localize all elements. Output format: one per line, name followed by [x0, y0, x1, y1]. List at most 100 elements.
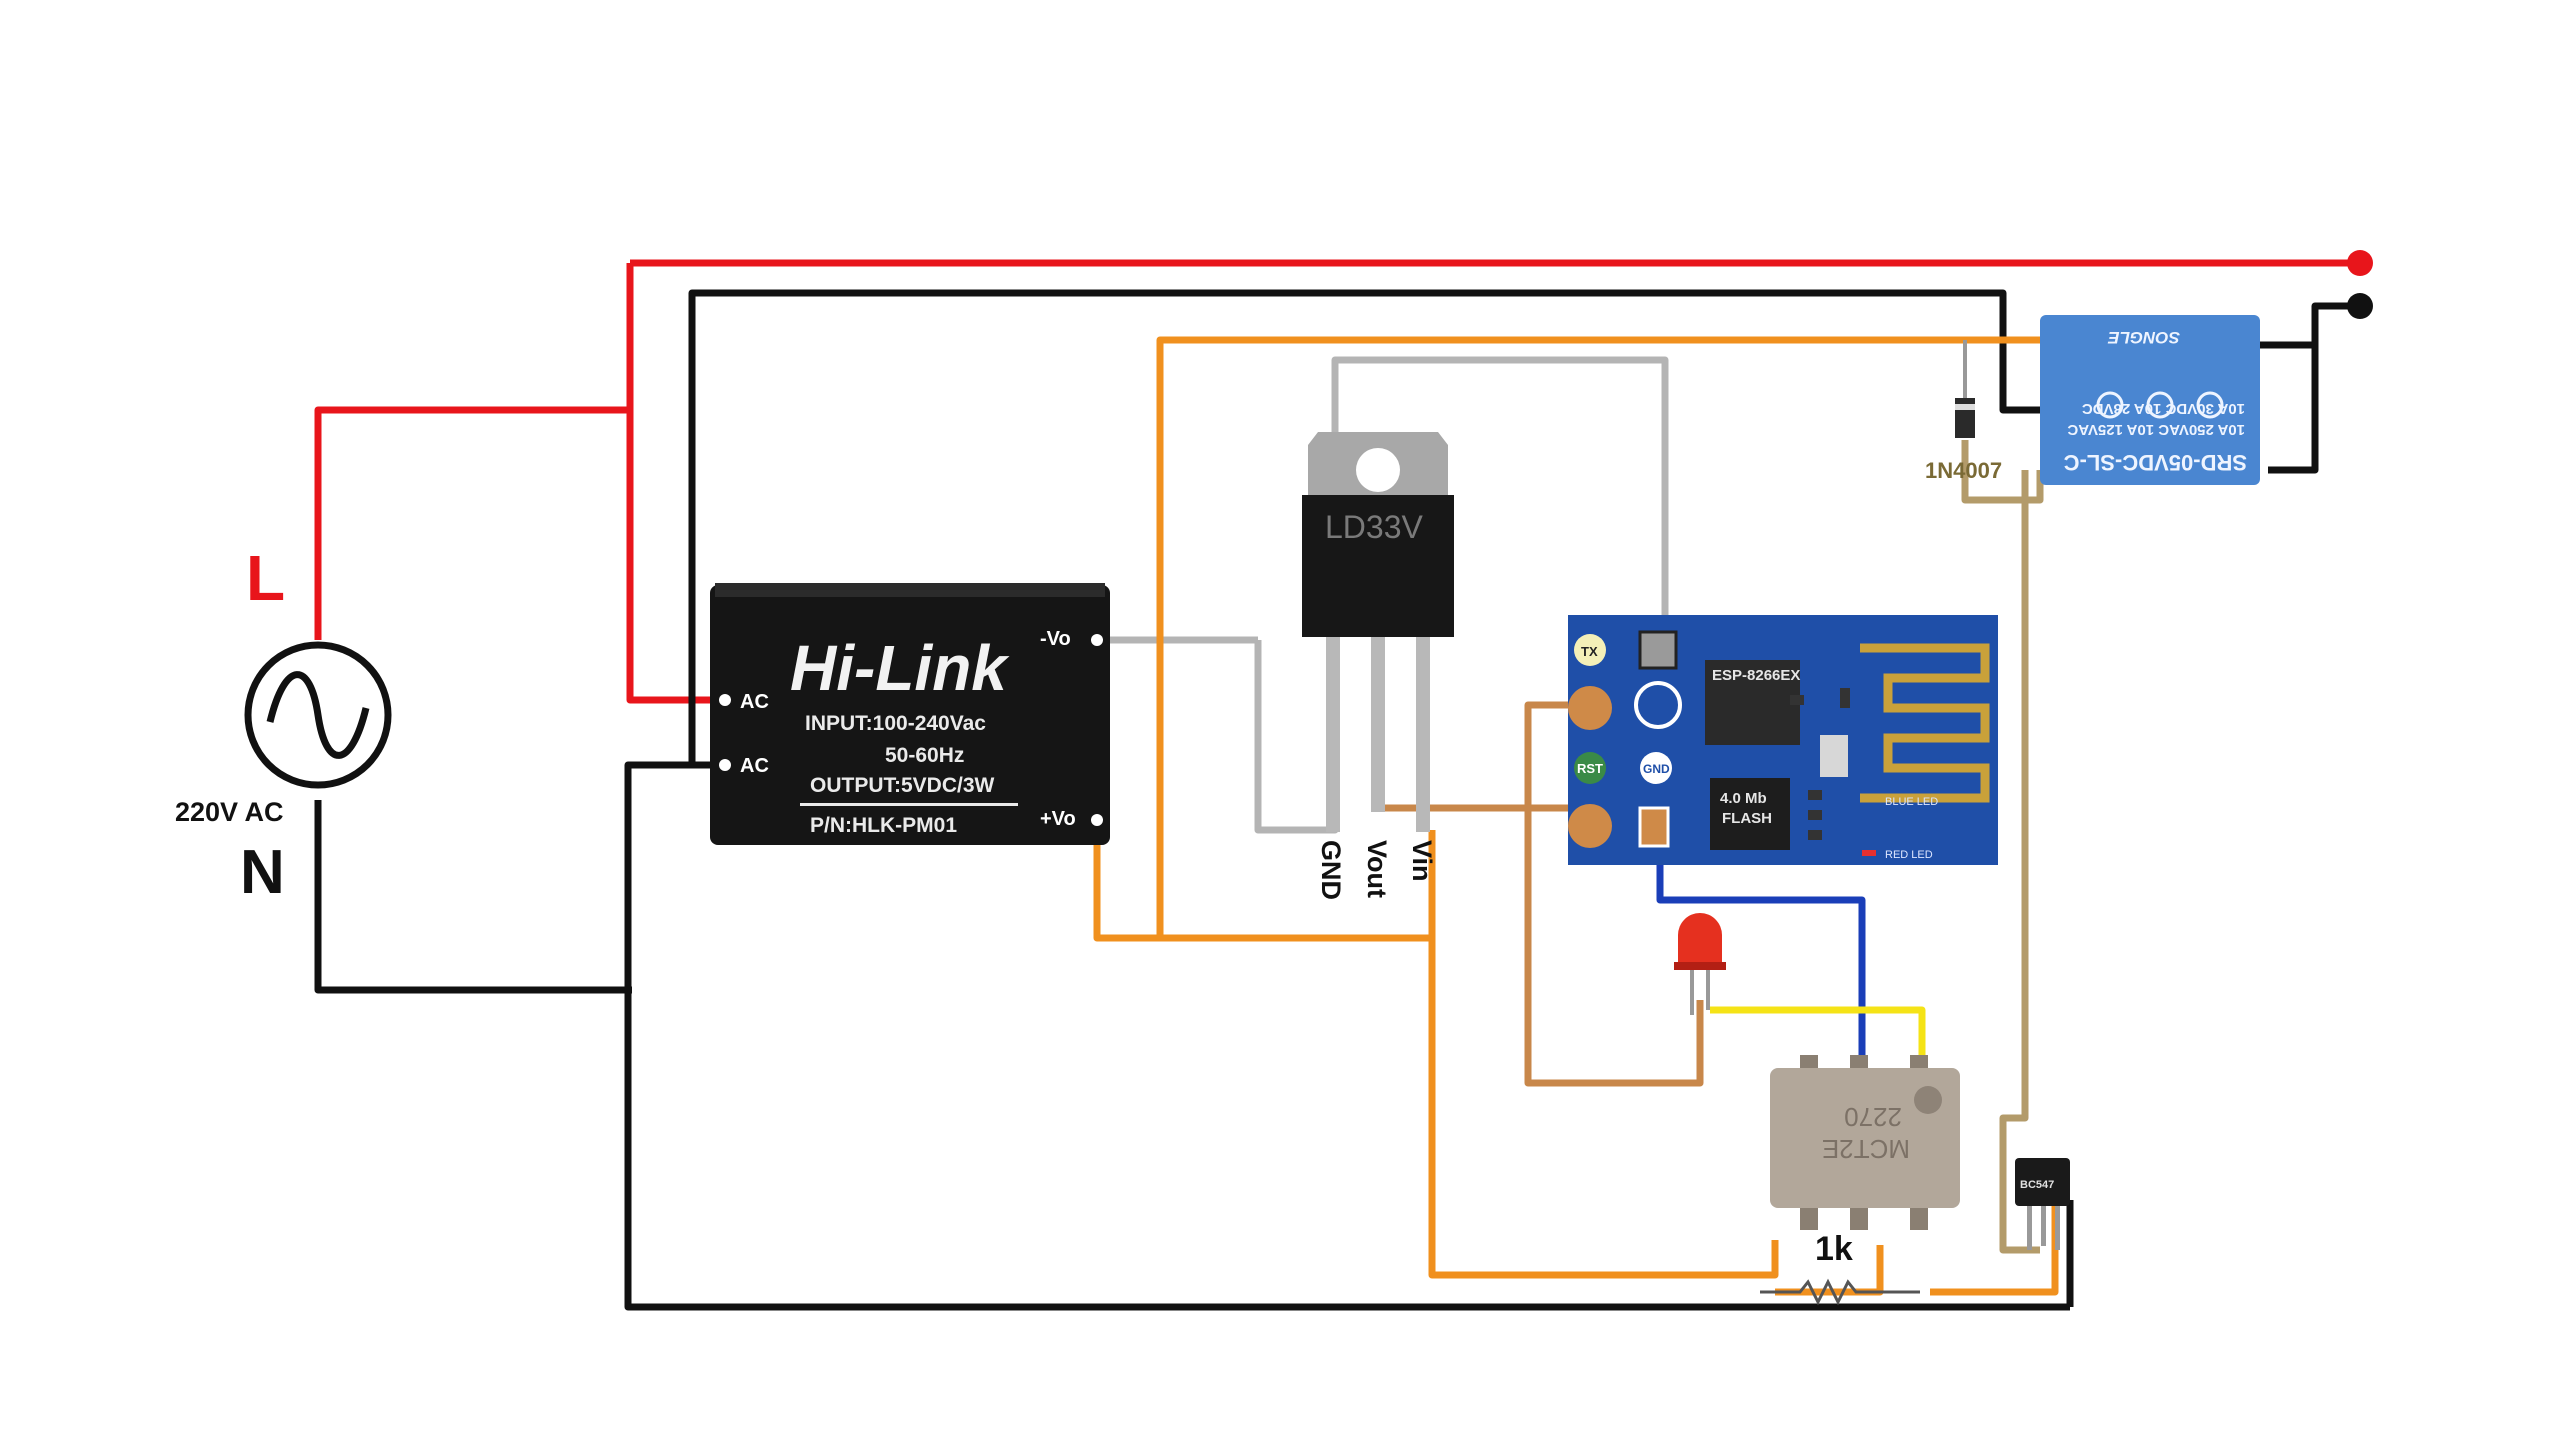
opto-code: 2270	[1844, 1102, 1902, 1132]
wire-coil-tan-2	[1961, 440, 2044, 504]
hilink-top-edge	[715, 583, 1105, 597]
hilink-pn: P/N:HLK-PM01	[810, 814, 957, 837]
ld33v-regulator: LD33V GND Vout Vin	[1302, 432, 1454, 900]
hilink-pos-pin[interactable]	[1091, 814, 1103, 826]
wire-neutral-hilink	[624, 761, 2070, 1311]
line-label: L	[246, 542, 285, 614]
esp-flash-size: 4.0 Mb	[1720, 790, 1767, 807]
esp-flash	[1710, 778, 1790, 850]
wire-to-bc547-base	[1930, 1200, 2059, 1296]
esp-smd-3	[1808, 810, 1822, 820]
diode-band	[1955, 404, 1975, 410]
diode-lead-top	[1963, 340, 1967, 398]
regulator-pin-gnd[interactable]	[1326, 637, 1340, 832]
resistor-symbol	[1760, 1278, 1920, 1306]
bc547-body	[2015, 1158, 2070, 1206]
esp-blue-led-label: BLUE LED	[1885, 796, 1938, 808]
hilink-ac1-label: AC	[740, 691, 769, 713]
resistor-label: 1k	[1815, 1230, 1853, 1268]
esp-rst-label: RST	[1577, 761, 1603, 776]
sine-wave-icon	[266, 671, 370, 759]
regulator-vout-label: Vout	[1362, 840, 1392, 898]
resistor-1k: 1k	[1760, 1230, 1920, 1306]
esp-smd-2	[1808, 790, 1822, 800]
relay-rating-ac: 10A 250VAC 10A 125VAC	[2067, 421, 2245, 438]
esp-crystal	[1820, 735, 1848, 777]
relay-module: SRD-05VDC-SL-C 10A 250VAC 10A 125VAC 10A…	[2040, 315, 2260, 485]
esp-gnd-label: GND	[1643, 762, 1670, 776]
transistor-bc547: BC547	[2015, 1158, 2070, 1250]
wire-neutral-top	[688, 289, 2040, 765]
led-rim	[1674, 962, 1726, 970]
wire-relay-out	[2260, 341, 2319, 474]
wire-neutral	[314, 800, 632, 994]
bc547-leg-3	[2055, 1206, 2060, 1250]
hilink-input: INPUT:100-240Vac	[805, 712, 986, 735]
esp-gnd-pad[interactable]	[1638, 630, 1678, 670]
regulator-pin-vout[interactable]	[1371, 637, 1385, 812]
optocoupler-mct2e: MCT2E 2270	[1770, 1055, 1960, 1230]
hilink-brand: Hi-Link	[790, 632, 1010, 704]
esp-rst-marker	[1574, 752, 1606, 784]
hilink-ac2-label: AC	[740, 755, 769, 777]
opto-pin1-marker	[1914, 1086, 1942, 1114]
regulator-vin-label: Vin	[1407, 840, 1437, 882]
hilink-neg-pin[interactable]	[1091, 634, 1103, 646]
wire-relay-out-2	[2311, 302, 2360, 345]
esp-flash-label: FLASH	[1722, 810, 1772, 827]
led-leg-2	[1706, 970, 1710, 1010]
esp-smd-1	[1790, 695, 1804, 705]
regulator-pin-vin[interactable]	[1416, 637, 1430, 832]
neutral-label: N	[240, 838, 285, 907]
hilink-module: Hi-Link INPUT:100-240Vac 50-60Hz OUTPUT:…	[710, 583, 1110, 845]
voltage-label: 220V AC	[175, 797, 284, 827]
hilink-ac2-pin[interactable]	[719, 759, 731, 771]
live-terminal-dot[interactable]	[2347, 250, 2373, 276]
bc547-label: BC547	[2020, 1179, 2054, 1191]
esp-tx-label: TX	[1581, 644, 1598, 659]
esp-vcc-pad[interactable]	[1568, 686, 1612, 730]
opto-body	[1770, 1068, 1960, 1208]
esp-model: ESP-8266EX	[1712, 667, 1800, 684]
esp-antenna-trace	[1860, 643, 1990, 803]
hilink-body	[710, 585, 1110, 845]
bc547-leg-1	[2027, 1206, 2032, 1250]
esp-red-led-label: RED LED	[1885, 849, 1933, 861]
relay-cert-icon-3	[2196, 391, 2224, 419]
regulator-name: LD33V	[1325, 509, 1424, 545]
esp-chpd-pad[interactable]	[1568, 804, 1612, 848]
esp-gpio-bottom-marker	[1640, 752, 1672, 784]
wire-live	[314, 406, 630, 640]
red-led	[1674, 913, 1726, 1015]
regulator-gnd-label: GND	[1316, 840, 1346, 900]
wire-5v-relay	[1156, 336, 2040, 938]
wire-coil-tan	[1999, 470, 2040, 1254]
esp-smd-4	[1808, 830, 1822, 840]
diode-label: 1N4007	[1925, 458, 2002, 483]
hilink-neg-label: -Vo	[1040, 628, 1071, 650]
relay-model: SRD-05VDC-SL-C	[2064, 450, 2247, 475]
wire-5v-opto	[1428, 830, 1779, 1279]
ac-source: L 220V AC N	[175, 542, 392, 907]
relay-brand: SONGLE	[2108, 328, 2180, 347]
wires	[314, 259, 2360, 1311]
esp-gpio-pad[interactable]	[1634, 681, 1682, 729]
hilink-divider	[800, 803, 1018, 806]
hilink-output: OUTPUT:5VDC/3W	[810, 774, 995, 797]
bc547-leg-2	[2041, 1206, 2046, 1246]
relay-cert-icon-2	[2146, 391, 2174, 419]
regulator-body	[1302, 495, 1454, 637]
esp-smd-5	[1840, 688, 1850, 708]
wire-5v	[1093, 820, 1432, 942]
hilink-pos-label: +Vo	[1040, 808, 1076, 830]
esp-gpio2-pad[interactable]	[1638, 806, 1670, 848]
regulator-mount-hole	[1356, 448, 1400, 492]
wire-led-brown	[1524, 701, 1704, 1087]
led-dome	[1678, 913, 1722, 965]
hilink-ac1-pin[interactable]	[719, 694, 731, 706]
neutral-terminal-dot[interactable]	[2347, 293, 2373, 319]
led-leg-1	[1690, 970, 1694, 1015]
diode-1n4007: 1N4007	[1925, 340, 2002, 483]
relay-cert-icon-1	[2096, 391, 2124, 419]
